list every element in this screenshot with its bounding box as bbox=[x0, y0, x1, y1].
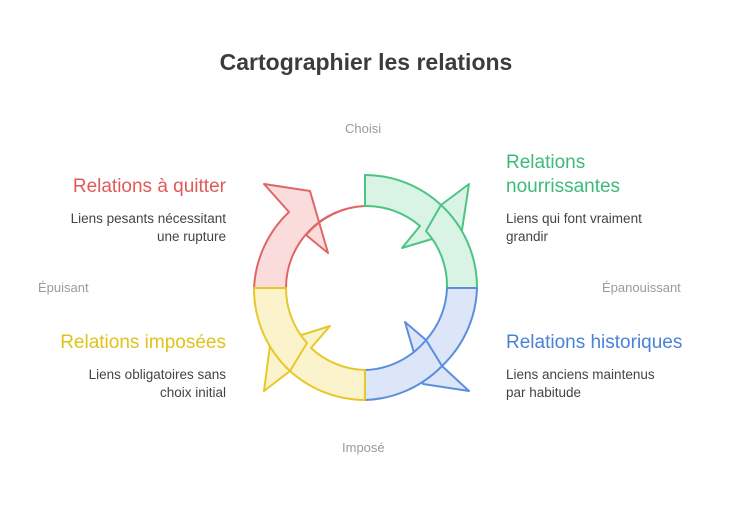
quadrant-title-bottom-right: Relations historiques bbox=[506, 332, 683, 353]
quadrant-title-line: Relations bbox=[506, 152, 586, 173]
quadrant-desc-line: choix initial bbox=[159, 385, 226, 400]
quadrant-desc-bottom-left: Liens obligatoires sans choix initial bbox=[89, 366, 226, 402]
quadrant-desc-line: Liens pesants nécessitant bbox=[70, 211, 226, 226]
quadrant-desc-top-right: Liens qui font vraiment grandir bbox=[506, 210, 642, 246]
axis-label-right: Épanouissant bbox=[602, 280, 681, 295]
quadrant-desc-line: Liens qui font vraiment bbox=[506, 211, 642, 226]
quadrant-desc-line: Liens obligatoires sans bbox=[88, 367, 226, 382]
axis-label-left: Épuisant bbox=[38, 280, 89, 295]
quadrant-desc-line: Liens anciens maintenus bbox=[506, 367, 655, 382]
quadrant-desc-line: par habitude bbox=[506, 385, 582, 400]
cycle-segment-blue-tail bbox=[364, 339, 443, 401]
quadrant-desc-bottom-right: Liens anciens maintenus par habitude bbox=[506, 366, 655, 402]
axis-label-bottom: Imposé bbox=[342, 440, 385, 455]
quadrant-title-line: nourrissantes bbox=[506, 176, 621, 197]
quadrant-title-top-left: Relations à quitter bbox=[72, 176, 226, 197]
quadrant-desc-line: une rupture bbox=[156, 229, 226, 244]
quadrant-desc-top-left: Liens pesants nécessitant une rupture bbox=[71, 210, 226, 246]
cycle-segment-yellow-tail bbox=[252, 287, 308, 372]
cycle-segment-green-tail bbox=[425, 204, 479, 289]
quadrant-title-top-right: Relations nourrissantes bbox=[506, 151, 620, 199]
quadrant-title-bottom-left: Relations imposées bbox=[60, 332, 226, 353]
axis-label-top: Choisi bbox=[345, 121, 382, 136]
quadrant-desc-line: grandir bbox=[506, 229, 549, 244]
page-title: Cartographier les relations bbox=[219, 49, 513, 75]
cycle-segment-red bbox=[253, 174, 366, 289]
